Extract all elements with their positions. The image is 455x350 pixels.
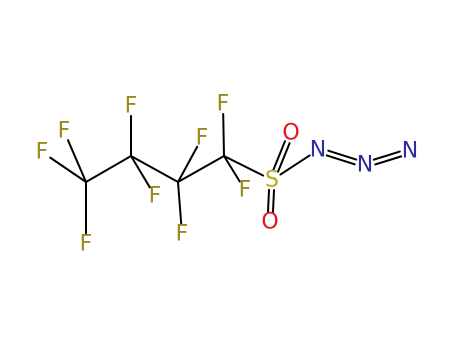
- bond-C1-F1: [66, 139, 87, 183]
- bond-S1-O1-b: [272, 140, 286, 171]
- bond-N2-N3-b: [372, 150, 401, 161]
- bond-S1-O2-b: [271, 189, 276, 214]
- atom-O2: O: [261, 210, 278, 235]
- atom-O1: O: [282, 121, 299, 146]
- atom-S1: S: [265, 168, 279, 193]
- atom-N3: N: [402, 139, 418, 164]
- atom-F5: F: [149, 184, 162, 209]
- atom-N1: N: [310, 138, 326, 163]
- atom-F2: F: [36, 140, 49, 165]
- bonds-layer: [49, 112, 403, 235]
- bond-S1-N1: [279, 154, 311, 176]
- bond-C2-F5: [130, 155, 151, 189]
- bond-S1-O2-a: [266, 188, 271, 213]
- bond-N1-N2-a: [325, 154, 356, 166]
- bond-C4-F9: [223, 155, 241, 183]
- atom-N2: N: [357, 153, 373, 178]
- bond-C1-C2: [85, 155, 132, 183]
- atom-F9: F: [239, 178, 252, 203]
- bond-C3-C4: [177, 155, 225, 183]
- atom-F3: F: [80, 232, 93, 257]
- atoms-layer: F F F F F F F F F S O O N N N: [36, 92, 419, 257]
- atom-F1: F: [58, 119, 71, 144]
- bond-C3-F7: [177, 181, 183, 226]
- bond-N1-N2-b: [327, 149, 358, 161]
- bond-C4-S1: [223, 155, 265, 177]
- atom-F6: F: [196, 126, 209, 151]
- bond-C3-F6: [177, 145, 199, 183]
- atom-F4: F: [125, 94, 138, 119]
- bond-S1-O1-a: [277, 142, 291, 173]
- bond-C1-F2: [49, 156, 87, 183]
- bond-C4-F8: [222, 112, 225, 157]
- atom-F7: F: [176, 222, 189, 247]
- bond-C2-C3: [130, 155, 179, 183]
- bond-N2-N3-a: [374, 155, 403, 166]
- atom-F8: F: [217, 92, 230, 117]
